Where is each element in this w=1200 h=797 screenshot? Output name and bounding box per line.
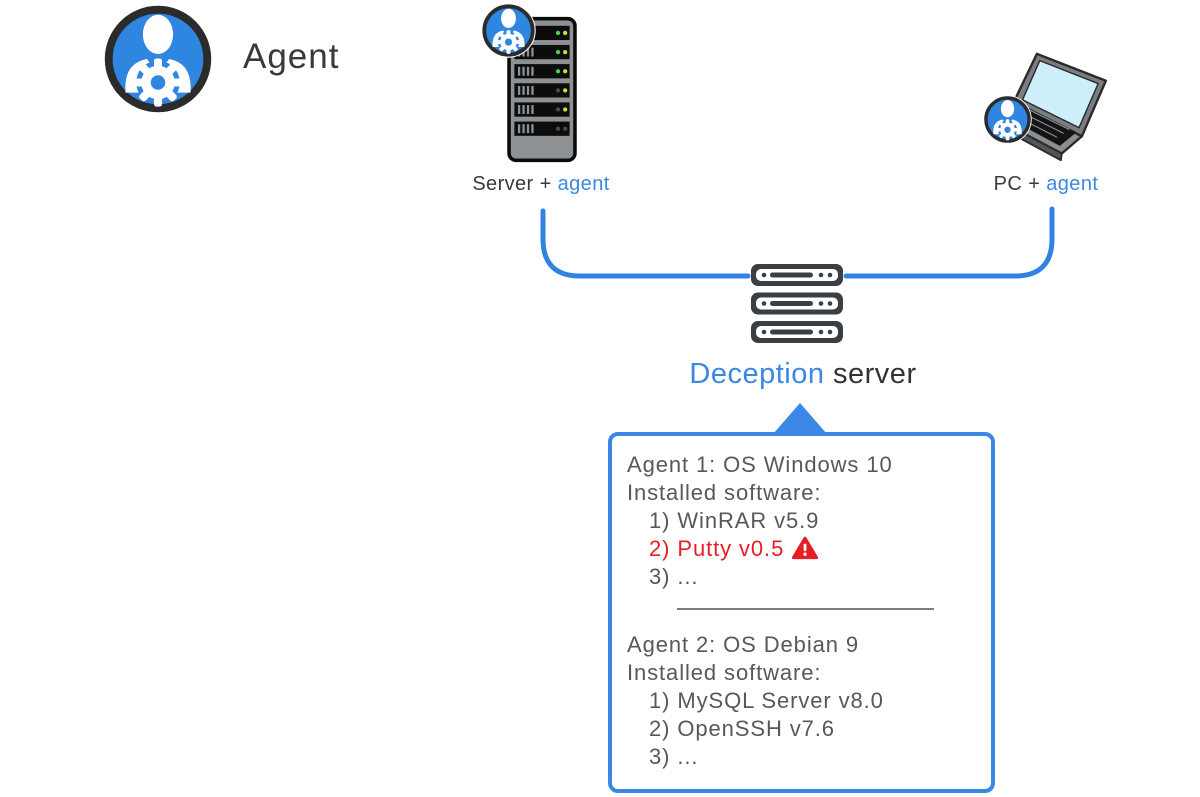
agent1-item: 3) ... xyxy=(649,564,699,589)
agent2-item: 3) ... xyxy=(649,744,699,769)
agent-info-callout: Agent 1: OS Windows 10 Installed softwar… xyxy=(608,432,995,793)
agent2-title: Agent 2: OS Debian 9 xyxy=(627,632,860,657)
callout-divider xyxy=(677,608,934,610)
deception-server-label: Deception server xyxy=(653,358,953,391)
server-label-prefix: Server + xyxy=(472,173,558,195)
agent2-block: Agent 2: OS Debian 9 Installed software:… xyxy=(627,631,979,771)
server-label-agent: agent xyxy=(557,173,610,195)
agent1-item-alert: 2) Putty v0.5 xyxy=(627,535,979,563)
agent1-subtitle: Installed software: xyxy=(627,480,822,505)
pc-label-prefix: PC + xyxy=(993,173,1047,195)
server-icon xyxy=(507,16,577,163)
agent1-block: Agent 1: OS Windows 10 Installed softwar… xyxy=(627,451,979,591)
warning-triangle-icon xyxy=(792,536,819,560)
deception-label-accent: Deception xyxy=(689,358,825,390)
agent2-item: 1) MySQL Server v8.0 xyxy=(649,688,884,713)
deception-server-icon xyxy=(751,264,843,343)
deception-label-rest: server xyxy=(824,358,917,390)
agent-badge-icon xyxy=(983,95,1032,144)
agent1-item: 1) WinRAR v5.9 xyxy=(649,508,820,533)
agent1-title: Agent 1: OS Windows 10 xyxy=(627,452,893,477)
server-label: Server + agent xyxy=(421,173,661,196)
agent-icon xyxy=(102,3,214,115)
laptop-icon xyxy=(987,52,1108,162)
pc-label-agent: agent xyxy=(1046,173,1099,195)
agent2-item: 2) OpenSSH v7.6 xyxy=(649,716,835,741)
pc-label: PC + agent xyxy=(926,173,1166,196)
agent2-subtitle: Installed software: xyxy=(627,660,822,685)
legend-agent-label: Agent xyxy=(243,37,340,76)
agent-badge-icon xyxy=(481,3,536,58)
callout-pointer xyxy=(773,403,827,434)
